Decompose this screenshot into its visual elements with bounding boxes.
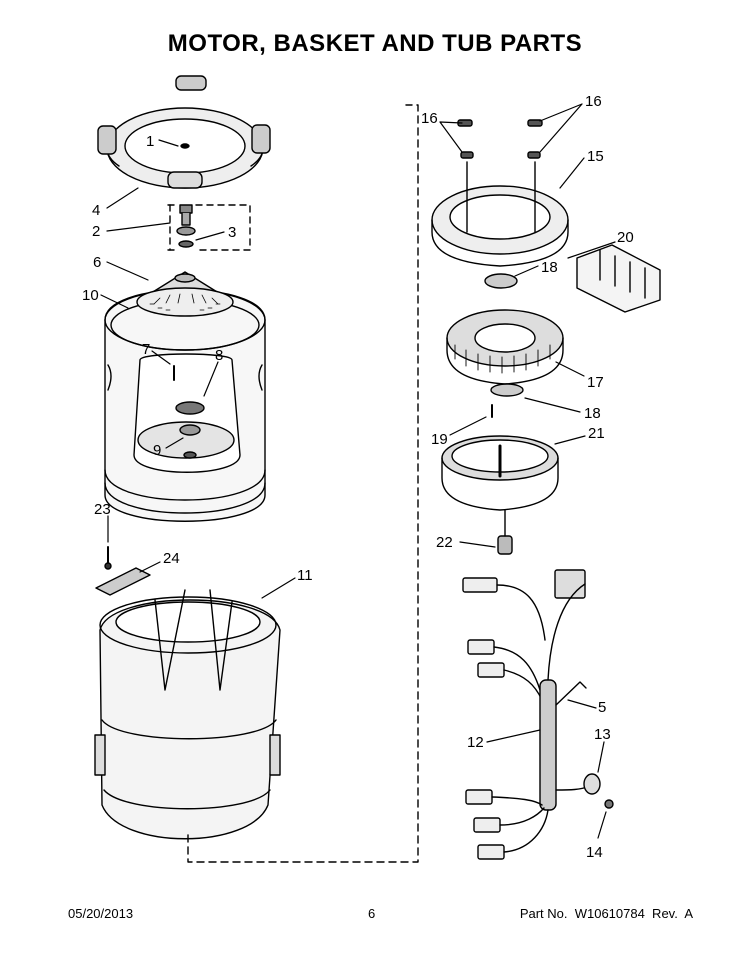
callout-18-upper: 18 — [541, 259, 558, 276]
page-title: MOTOR, BASKET AND TUB PARTS — [167, 30, 583, 57]
callout-7: 7 — [142, 341, 150, 358]
footer-part-number: Part No. W10610784 Rev. A — [519, 906, 693, 921]
bracket-part — [95, 546, 151, 596]
wire-harness-part — [462, 569, 614, 860]
stator-cover-part — [431, 119, 569, 267]
callout-20: 20 — [617, 229, 634, 246]
wash-basket-part — [104, 271, 266, 522]
callout-3: 3 — [228, 224, 236, 241]
callout-13: 13 — [594, 726, 611, 743]
callout-8: 8 — [215, 347, 223, 364]
footer-page-number: 6 — [368, 906, 376, 921]
callout-17: 17 — [587, 374, 604, 391]
assembly-boundary-line — [187, 104, 419, 863]
callout-labels: 1 4 2 3 6 10 7 8 9 23 24 11 16 16 15 20 … — [82, 93, 634, 861]
callout-12: 12 — [467, 734, 484, 751]
callout-16-left: 16 — [421, 110, 438, 127]
rotor-part — [441, 404, 559, 511]
shaft-coupler-part — [497, 509, 513, 555]
callout-15: 15 — [587, 148, 604, 165]
callout-16-right: 16 — [585, 93, 602, 110]
stator-part — [446, 273, 564, 397]
outer-tub-part — [94, 589, 281, 840]
footer-date: 05/20/2013 — [68, 906, 134, 921]
callout-22: 22 — [436, 534, 453, 551]
callout-4: 4 — [92, 202, 100, 219]
callout-1: 1 — [146, 133, 154, 150]
connector-part — [576, 244, 661, 313]
tub-ring-part — [97, 75, 271, 189]
callout-9: 9 — [153, 442, 161, 459]
callout-5: 5 — [598, 699, 606, 716]
callout-10: 10 — [82, 287, 99, 304]
callout-6: 6 — [93, 254, 101, 271]
callout-11: 11 — [297, 567, 313, 584]
agitator-fastener-part — [167, 204, 251, 251]
callout-2: 2 — [92, 223, 100, 240]
callout-24: 24 — [163, 550, 180, 567]
callout-21: 21 — [588, 425, 605, 442]
callout-14: 14 — [586, 844, 603, 861]
callout-18-lower: 18 — [584, 405, 601, 422]
callout-23: 23 — [94, 501, 111, 518]
callout-19: 19 — [431, 431, 448, 448]
leader-lines — [100, 103, 616, 839]
